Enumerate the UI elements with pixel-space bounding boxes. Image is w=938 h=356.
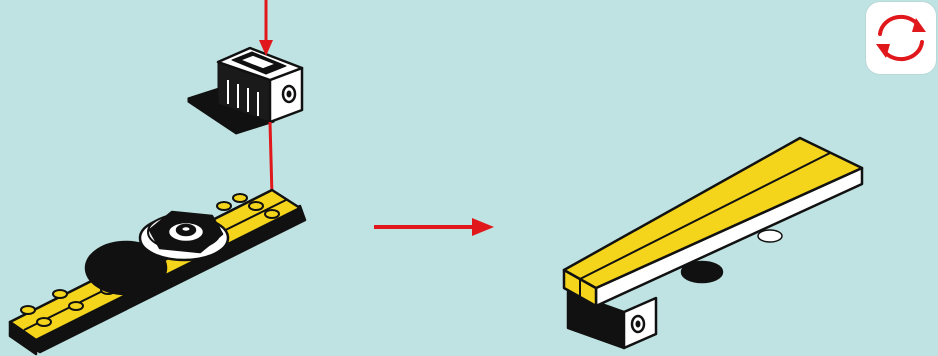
insert-arrow-top <box>259 0 273 56</box>
yellow-plate-assembly <box>10 190 305 354</box>
assembled-bench <box>564 138 862 348</box>
rotate-button[interactable] <box>866 2 936 74</box>
bracket-part <box>188 48 302 134</box>
rotate-arrows-icon <box>866 2 936 74</box>
result-arrow <box>374 218 494 236</box>
